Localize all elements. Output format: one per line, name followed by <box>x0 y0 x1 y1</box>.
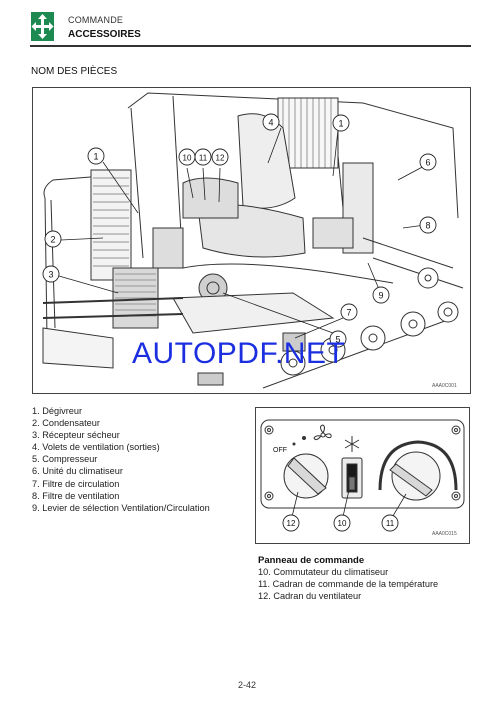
header-divider <box>30 45 471 47</box>
panel-callout-temp-dial: 11 <box>386 519 395 528</box>
page-number: 2-42 <box>238 680 257 690</box>
header-category: COMMANDE <box>68 15 124 25</box>
list-item: 4. Volets de ventilation (sorties) <box>32 442 160 453</box>
off-label: OFF <box>273 447 287 454</box>
callout-filtre-ventilation: 8 <box>425 221 430 231</box>
callout-volets: 4 <box>268 118 273 128</box>
callout-commutateur: 10 <box>183 154 192 163</box>
panel-items-list: 10. Commutateur du climatiseur 11. Cadra… <box>258 566 438 602</box>
excavator-cab-drawing: 1 1 2 3 4 5 6 7 8 9 10 11 12 <box>42 92 464 389</box>
list-item: 11. Cadran de commande de la température <box>258 579 439 590</box>
callout-unité: 6 <box>425 158 430 168</box>
control-panel-drawing: OFF 12 10 11 <box>260 419 465 532</box>
callout-filtre-circulation: 7 <box>346 308 351 318</box>
list-item: 2. Condensateur <box>32 418 100 429</box>
list-item: 3. Récepteur sécheur <box>32 430 120 441</box>
callout-levier: 9 <box>378 291 383 301</box>
callout-dégivreur-right: 1 <box>338 119 343 129</box>
list-item: 12. Cadran du ventilateur <box>258 591 362 602</box>
section-title: NOM DES PIÈCES <box>31 66 118 77</box>
crossed-arrows-icon <box>31 14 54 39</box>
panel-title: Panneau de commande <box>258 555 365 566</box>
list-item: 1. Dégivreur <box>32 406 83 416</box>
control-panel-illustration: OFF 12 10 11 <box>255 407 470 544</box>
parts-illustration: 1 1 2 3 4 5 6 7 8 9 10 11 12 <box>32 87 471 394</box>
list-item: 8. Filtre de ventilation <box>32 490 120 501</box>
list-item: 6. Unité du climatiseur <box>32 466 123 477</box>
list-item: 9. Levier de sélection Ventilation/Circu… <box>32 502 210 513</box>
callout-cadran-température: 11 <box>199 154 208 163</box>
list-item: 7. Filtre de circulation <box>32 478 120 489</box>
panel-callout-ac-switch: 10 <box>338 519 347 528</box>
panel-callout-fan-dial: 12 <box>287 519 296 528</box>
list-item: 10. Commutateur du climatiseur <box>258 567 389 577</box>
parts-list: 1. Dégivreur 2. Condensateur 3. Récepteu… <box>32 405 210 514</box>
callout-cadran-ventilateur: 12 <box>216 154 225 163</box>
list-item: 5. Compresseur <box>32 454 98 465</box>
main-figure-code: AAA0C001 <box>432 383 457 389</box>
callout-dégivreur: 1 <box>93 152 98 162</box>
panel-figure-code: AAA0C015 <box>432 531 457 537</box>
callout-compresseur: 5 <box>335 335 340 345</box>
callout-condensateur: 2 <box>50 235 55 245</box>
logo-badge <box>31 12 54 41</box>
watermark-text: AUTOPDF.NET <box>132 337 346 370</box>
callout-récepteur: 3 <box>48 270 53 280</box>
header-subcategory: ACCESSOIRES <box>68 29 141 40</box>
